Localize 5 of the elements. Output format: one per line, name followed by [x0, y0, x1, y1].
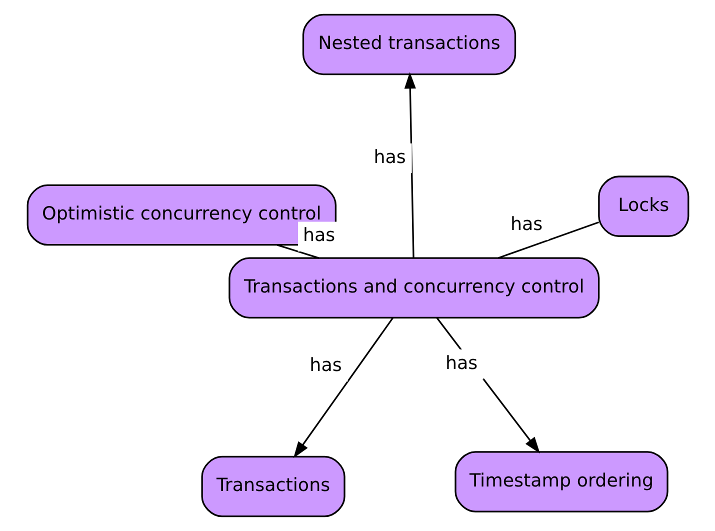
edge-label: has — [510, 214, 542, 235]
edge-label: has — [444, 352, 478, 374]
edge-label: has — [302, 225, 335, 246]
edge-label: has — [309, 355, 342, 376]
edge-label: has — [373, 146, 406, 168]
